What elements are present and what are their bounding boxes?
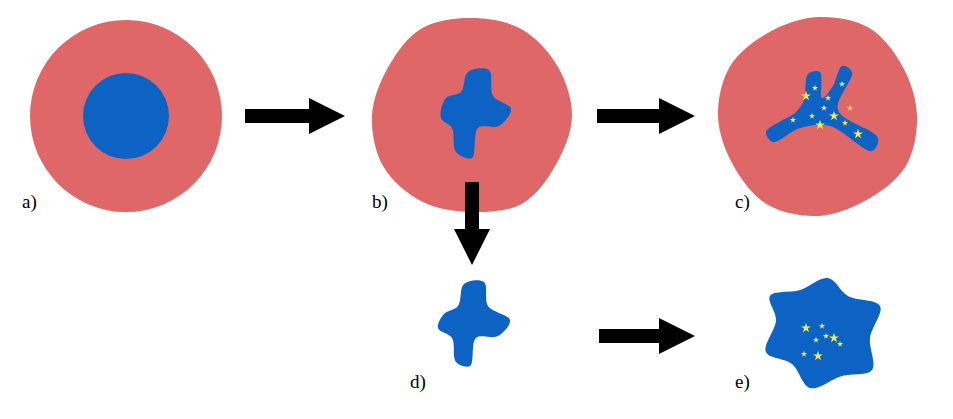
nucleus-shape: [438, 280, 510, 366]
granule-star: [847, 105, 853, 111]
arrow-head: [659, 318, 695, 354]
arrow-shaft: [599, 329, 659, 343]
cell-figure: d): [430, 280, 522, 380]
arrow-head: [309, 98, 345, 134]
granule-star: [801, 351, 807, 357]
panel-letter: b): [372, 192, 388, 211]
cell-outline: [762, 276, 884, 388]
nucleus-shape: [441, 68, 512, 158]
flow-arrow: [599, 318, 695, 354]
granule-star: [809, 113, 815, 119]
panel-letter: e): [735, 372, 750, 391]
granule-star: [821, 105, 827, 111]
granule-star: [853, 129, 863, 138]
granule-star: [823, 333, 829, 339]
cell-figure: e): [762, 276, 884, 388]
cytoplasm-shape: [372, 18, 572, 212]
arrow-head: [659, 98, 695, 134]
granule-star: [790, 117, 796, 123]
panel-letter: c): [735, 192, 750, 211]
granule-star: [815, 120, 825, 129]
granule-star: [813, 337, 819, 343]
cell-outline: [370, 14, 574, 218]
nucleus-shape: [83, 73, 169, 159]
granule-star: [801, 91, 811, 100]
granule-star: [801, 323, 811, 332]
granule-star: [825, 95, 831, 101]
cell-outline: [30, 20, 222, 212]
cytoplasm-shape: [718, 17, 917, 216]
cytoplasm-shape: [30, 20, 222, 212]
granule-star: [837, 341, 843, 347]
arrow-shaft: [245, 109, 309, 123]
cell-figure: c): [716, 14, 920, 218]
flow-arrow: [245, 98, 345, 134]
granule-star: [819, 323, 825, 329]
granule-star: [812, 85, 818, 91]
granule-star: [829, 333, 839, 342]
nucleus-shape: [766, 66, 878, 151]
granule-star: [839, 81, 845, 87]
cell-figure: b): [370, 14, 574, 218]
cell-outline: [430, 280, 522, 380]
granule-star: [813, 351, 823, 360]
cell-outline: [716, 14, 920, 218]
panel-letter: a): [22, 192, 37, 211]
arrow-head: [454, 229, 490, 265]
granule-star: [829, 111, 839, 120]
flow-arrow: [597, 98, 695, 134]
nucleus-shape: [765, 278, 880, 388]
panel-letter: d): [410, 372, 426, 391]
granule-star: [842, 120, 848, 126]
cell-figure: a): [30, 20, 222, 212]
arrow-shaft: [597, 109, 659, 123]
